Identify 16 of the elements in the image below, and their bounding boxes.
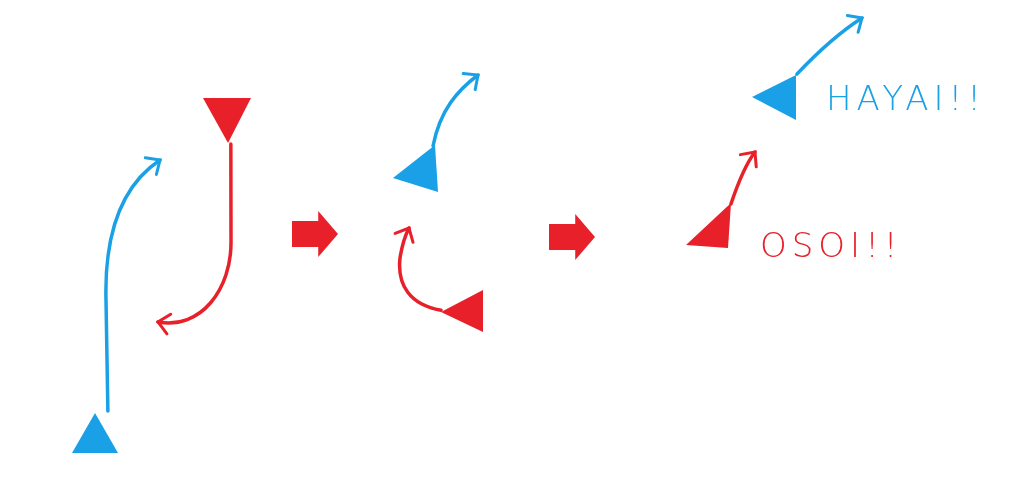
exclamation-text: HAYAI!! [826, 78, 986, 118]
triangle-shape [72, 413, 118, 453]
triangle-shape [203, 98, 251, 143]
block-arrow [549, 214, 595, 260]
exclamation-text: OSOI!! [760, 225, 903, 265]
block-arrow [292, 211, 338, 257]
curved-arrow [431, 72, 480, 148]
curved-arrow [729, 150, 759, 206]
curved-arrow [393, 226, 443, 312]
curved-arrow [795, 14, 864, 76]
curved-arrow [104, 156, 162, 413]
triangle-shape [686, 203, 731, 248]
curved-arrow [156, 142, 233, 335]
triangle-shape [441, 290, 483, 332]
triangle-shape [393, 145, 438, 192]
triangle-shape [752, 75, 796, 120]
